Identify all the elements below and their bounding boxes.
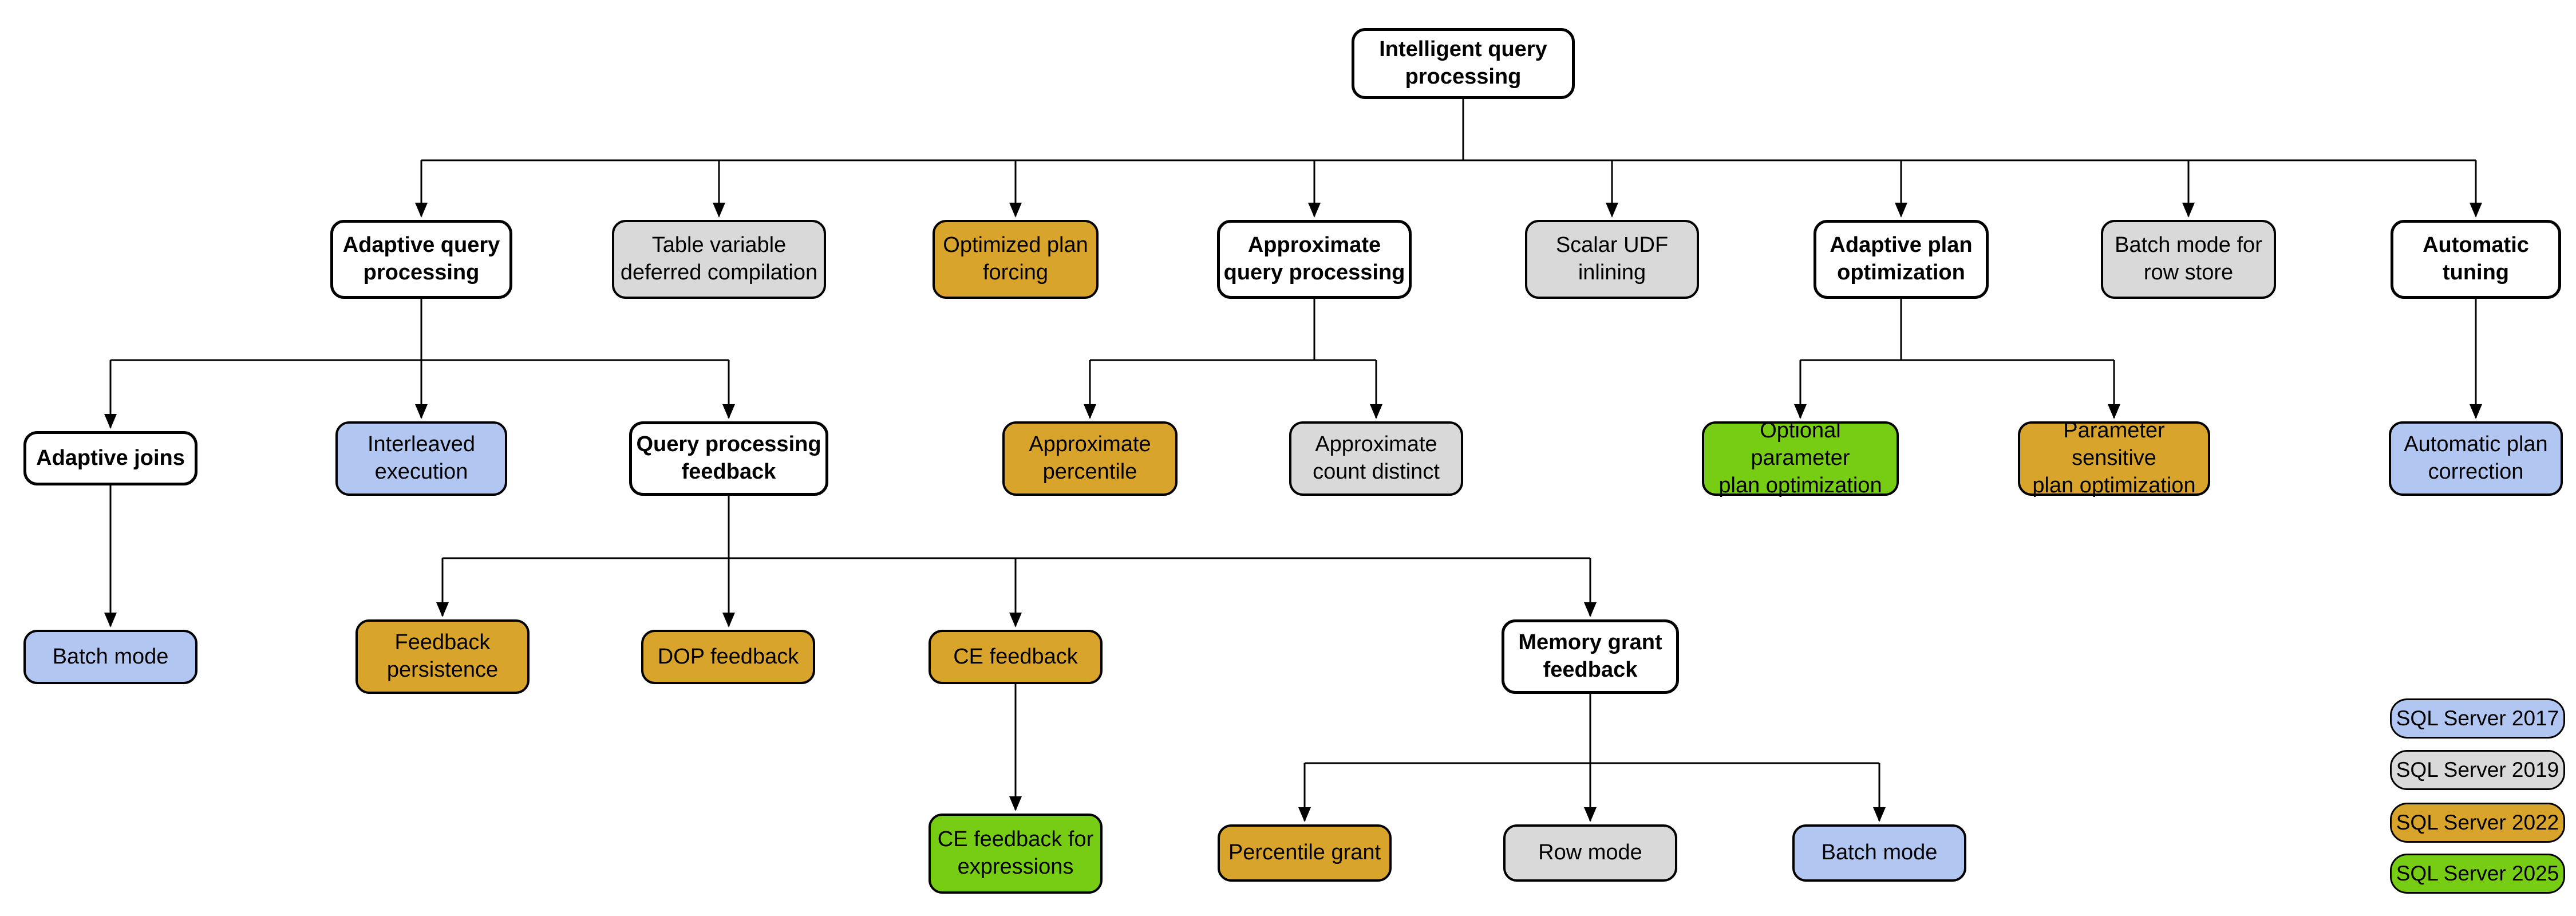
node-row-mode: Row mode <box>1503 824 1677 882</box>
node-label: Feedback persistence <box>386 630 499 682</box>
node-label: Optimized plan forcing <box>943 233 1088 285</box>
legend-label: SQL Server 2025 <box>2396 862 2559 885</box>
legend-label: SQL Server 2022 <box>2396 811 2559 834</box>
legend-sql-server-2025: SQL Server 2025 <box>2390 854 2565 894</box>
node-label: Adaptive plan optimization <box>1830 233 1973 285</box>
legend-label: SQL Server 2019 <box>2396 758 2559 781</box>
node-label: Row mode <box>1538 840 1642 865</box>
node-label: Batch mode <box>1821 840 1938 865</box>
node-label: Adaptive joins <box>36 445 185 470</box>
node-label: Optional parameter plan optimization <box>1718 418 1882 498</box>
node-parameter-sensitive-plan-optimization: Parameter sensitive plan optimization <box>2018 418 2210 498</box>
node-label: Parameter sensitive plan optimization <box>2032 418 2196 498</box>
legend-sql-server-2022: SQL Server 2022 <box>2390 803 2565 843</box>
node-optimized-plan-forcing: Optimized plan forcing <box>933 220 1099 299</box>
node-memory-grant-feedback: Memory grant feedback <box>1502 619 1679 694</box>
node-batch-mode-for-row-store: Batch mode for row store <box>2101 220 2276 299</box>
node-approximate-query-processing: Approximate query processing <box>1217 220 1412 299</box>
node-label: Percentile grant <box>1228 840 1381 865</box>
node-dop-feedback: DOP feedback <box>641 630 815 684</box>
node-adaptive-joins: Adaptive joins <box>23 431 197 485</box>
node-label: Batch mode <box>52 644 169 669</box>
node-label: DOP feedback <box>657 644 799 669</box>
node-intelligent-query-processing: Intelligent query processing <box>1352 28 1575 99</box>
node-label: Memory grant feedback <box>1518 630 1662 682</box>
node-label: Approximate percentile <box>1029 432 1151 484</box>
node-label: Scalar UDF inlining <box>1555 233 1669 285</box>
node-label: Batch mode for row store <box>2115 233 2262 285</box>
node-label: Interleaved execution <box>367 432 475 484</box>
node-label: Automatic tuning <box>2423 233 2529 285</box>
node-approximate-count-distinct: Approximate count distinct <box>1289 421 1463 496</box>
node-table-variable-deferred-compilation: Table variable deferred compilation <box>612 220 826 299</box>
node-label: CE feedback for expressions <box>937 827 1094 879</box>
node-approximate-percentile: Approximate percentile <box>1002 421 1178 496</box>
legend-sql-server-2017: SQL Server 2017 <box>2390 698 2565 739</box>
node-query-processing-feedback: Query processing feedback <box>629 421 828 496</box>
legend-label: SQL Server 2017 <box>2396 706 2559 730</box>
node-label: Table variable deferred compilation <box>620 233 818 285</box>
node-optional-parameter-plan-optimization: Optional parameter plan optimization <box>1702 418 1899 498</box>
node-adaptive-query-processing: Adaptive query processing <box>330 220 512 299</box>
legend-sql-server-2019: SQL Server 2019 <box>2390 750 2565 790</box>
node-ce-feedback-for-expressions: CE feedback for expressions <box>929 814 1103 894</box>
node-interleaved-execution: Interleaved execution <box>335 421 507 496</box>
node-label: CE feedback <box>953 644 1078 669</box>
node-batch-mode-memory-grant: Batch mode <box>1792 824 1966 882</box>
node-batch-mode-adaptive-joins: Batch mode <box>23 630 197 684</box>
node-label: Approximate query processing <box>1223 233 1405 285</box>
node-scalar-udf-inlining: Scalar UDF inlining <box>1525 220 1699 299</box>
node-label: Approximate count distinct <box>1313 432 1440 484</box>
node-label: Intelligent query processing <box>1379 37 1547 89</box>
node-label: Query processing feedback <box>636 432 821 484</box>
node-feedback-persistence: Feedback persistence <box>355 619 530 694</box>
node-label: Adaptive query processing <box>342 233 500 285</box>
node-percentile-grant: Percentile grant <box>1218 824 1392 882</box>
node-label: Automatic plan correction <box>2404 432 2548 484</box>
node-automatic-tuning: Automatic tuning <box>2391 220 2561 299</box>
node-ce-feedback: CE feedback <box>929 630 1103 684</box>
node-automatic-plan-correction: Automatic plan correction <box>2389 421 2563 496</box>
node-adaptive-plan-optimization: Adaptive plan optimization <box>1814 220 1989 299</box>
